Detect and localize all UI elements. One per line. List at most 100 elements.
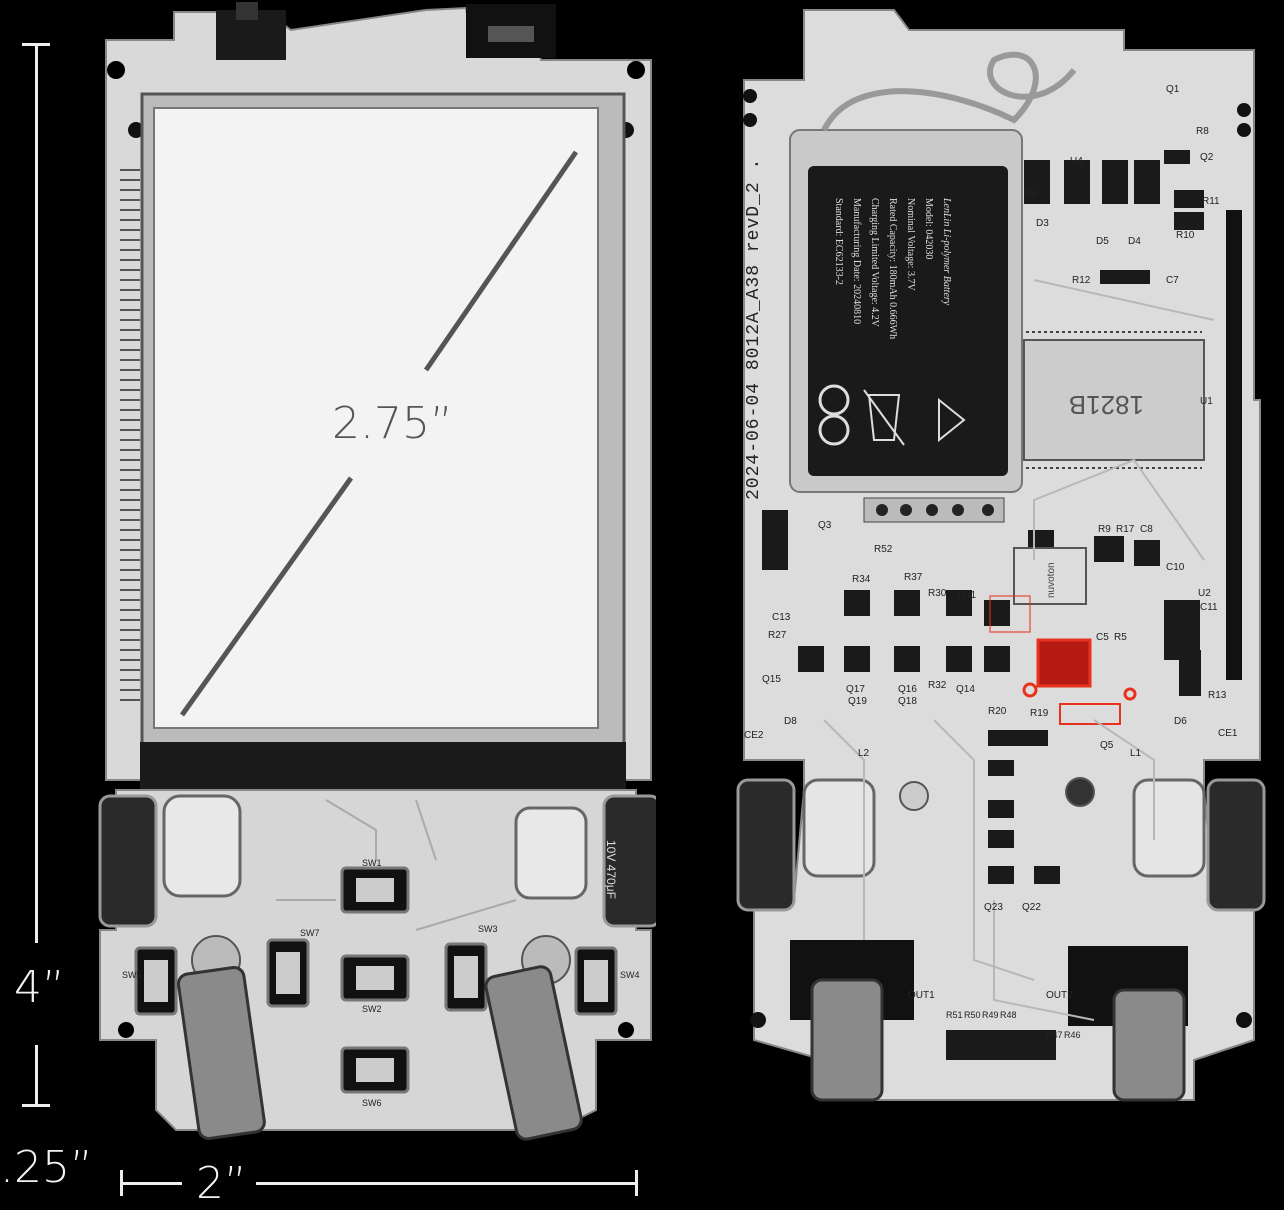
front-board bbox=[98, 2, 656, 1141]
silk-label: R17 bbox=[1116, 524, 1135, 535]
programming-header bbox=[863, 497, 1005, 523]
silk-label: U1 bbox=[1200, 396, 1213, 407]
width-dimension-label: 2” bbox=[196, 1158, 247, 1209]
battery-label bbox=[808, 166, 1008, 476]
battery-standard: Standard: EC62133-2 bbox=[833, 198, 844, 285]
silk-label: Q2 bbox=[1200, 152, 1214, 163]
back-capacitor-right bbox=[1206, 778, 1266, 912]
chip-u3-text: nuvoton bbox=[1046, 562, 1057, 598]
silk-label: R10 bbox=[1176, 230, 1195, 241]
silk-label: R13 bbox=[1208, 690, 1227, 701]
battery-brand: LenLin Li-polymer Battery bbox=[941, 197, 952, 306]
recycle-icon bbox=[938, 397, 966, 443]
chip-u3 bbox=[1013, 547, 1087, 605]
silk-label: Q18 bbox=[898, 696, 917, 707]
capacitor-right bbox=[602, 794, 656, 928]
silk-label: R11 bbox=[1202, 196, 1220, 207]
silk-label: L2 bbox=[858, 748, 870, 759]
height-dimension-line-upper bbox=[35, 43, 38, 943]
silk-label: R52 bbox=[874, 544, 893, 555]
silk-label: L1 bbox=[1130, 748, 1142, 759]
silk-label: R20 bbox=[988, 706, 1007, 717]
battery-nominal-voltage: Nominal Voltage: 3.7V bbox=[905, 198, 916, 291]
silk-label: OUT2 bbox=[1046, 990, 1073, 1001]
height-dimension-label: 4” bbox=[14, 962, 65, 1013]
pcb-revision-text: 2024-06-04 8012A_A38 revD_2 . bbox=[744, 158, 764, 500]
weee-bin-icon bbox=[863, 389, 905, 446]
silk-label: Q1 bbox=[1166, 84, 1180, 95]
silk-label: R30 bbox=[928, 588, 947, 599]
battery-rated-capacity: Rated Capacity: 180mAh 0.666Wh bbox=[887, 198, 898, 339]
silk-label: R50 bbox=[964, 1010, 981, 1020]
header-pins bbox=[1226, 210, 1242, 680]
height-dimension-bottom-tick bbox=[22, 1104, 50, 1107]
diagonal-label: 2.75” bbox=[332, 398, 453, 449]
height-dimension-line-lower bbox=[35, 1045, 38, 1105]
silk-label: Q16 bbox=[898, 684, 917, 695]
bnc-connector-right bbox=[484, 965, 583, 1141]
silk-label: U2 bbox=[1198, 588, 1211, 599]
silk-label: R8 bbox=[1196, 126, 1209, 137]
lcd-pins bbox=[120, 169, 140, 701]
back-capacitor-left bbox=[736, 778, 796, 912]
button-label: SW4 bbox=[620, 970, 640, 980]
silk-label: Q17 bbox=[846, 684, 865, 695]
silk-label: R27 bbox=[768, 630, 787, 641]
silk-label: D6 bbox=[1174, 716, 1187, 727]
wire-loop bbox=[821, 51, 1077, 132]
silk-label: R9 bbox=[1098, 524, 1111, 535]
button-label: SW6 bbox=[362, 1098, 382, 1108]
chip-u1-text: 1821B bbox=[1069, 390, 1144, 420]
silk-label: R12 bbox=[1072, 275, 1091, 286]
silk-label: R19 bbox=[1030, 708, 1049, 719]
chip-u1 bbox=[1023, 339, 1205, 461]
diagonal-label-box bbox=[334, 372, 438, 476]
silk-label: Q14 bbox=[956, 684, 975, 695]
highlighted-chip bbox=[1036, 638, 1092, 688]
diagonal-line-upper bbox=[423, 150, 579, 372]
silk-label: U4 bbox=[1070, 156, 1083, 167]
silk-label: C11 bbox=[1200, 602, 1218, 613]
button-label: SW7 bbox=[300, 928, 320, 938]
ce-mark-icon bbox=[818, 384, 850, 416]
silk-label: Q22 bbox=[1022, 902, 1041, 913]
silk-label: C5 bbox=[1096, 632, 1109, 643]
silk-label: R46 bbox=[1064, 1030, 1081, 1040]
width-dimension-line-right bbox=[256, 1182, 638, 1185]
back-board: LenLin Li-polymer Battery Model: 042030 … bbox=[736, 9, 1266, 1102]
bnc-connector-left bbox=[176, 965, 266, 1140]
button-label: SW5 bbox=[122, 970, 142, 980]
silk-label: D4 bbox=[1128, 236, 1141, 247]
silk-label: C10 bbox=[1166, 562, 1185, 573]
width-dimension-line-left bbox=[120, 1182, 182, 1185]
silk-label: Q11 bbox=[958, 590, 977, 601]
silk-label: OUT1 bbox=[908, 990, 935, 1001]
button-label: SW1 bbox=[362, 858, 382, 868]
silk-label: R37 bbox=[904, 572, 923, 583]
silk-label: C7 bbox=[1166, 275, 1179, 286]
diagonal-line-lower bbox=[179, 476, 354, 717]
silk-label: CE1 bbox=[1218, 728, 1238, 739]
silk-label: R49 bbox=[982, 1010, 999, 1020]
back-bnc-connector-left bbox=[790, 940, 914, 1102]
silk-label: R48 bbox=[1000, 1010, 1017, 1020]
battery-manufacturing-date: Manufacturing Date: 20240810 bbox=[851, 198, 862, 324]
silk-label: R51 bbox=[946, 1010, 963, 1020]
silk-label: R34 bbox=[852, 574, 871, 585]
silk-label: R4 bbox=[1024, 188, 1037, 199]
silk-label: C8 bbox=[1140, 524, 1153, 535]
thickness-dimension-label: .25” bbox=[0, 1142, 93, 1193]
silk-label: D3 bbox=[1036, 218, 1049, 229]
battery-model: Model: 042030 bbox=[923, 198, 934, 259]
battery-charging-limit: Charging Limited Voltage: 4.2V bbox=[869, 198, 880, 328]
silk-label: Q5 bbox=[1100, 740, 1114, 751]
silk-label: R5 bbox=[1114, 632, 1127, 643]
button-label: SW2 bbox=[362, 1004, 382, 1014]
width-dimension-right-tick bbox=[635, 1170, 638, 1196]
silk-label: Q19 bbox=[848, 696, 867, 707]
capacitor-text: 10V 470μF bbox=[604, 840, 618, 899]
silk-label: R47 bbox=[1046, 1030, 1063, 1040]
silk-label: Q23 bbox=[984, 902, 1003, 913]
silk-label: Q3 bbox=[818, 520, 832, 531]
silk-label: CE2 bbox=[744, 730, 764, 741]
